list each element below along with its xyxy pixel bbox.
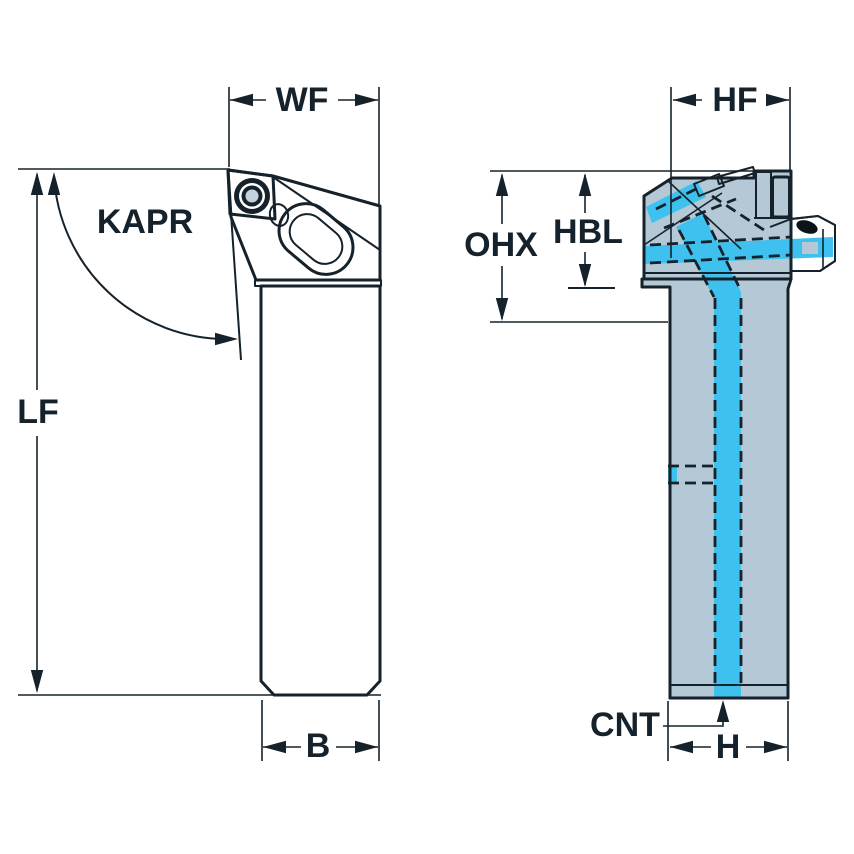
front-view-insert <box>226 168 277 361</box>
hbl-arrow-top <box>578 173 592 196</box>
wf-arrow-right <box>355 93 378 107</box>
coolant-channels <box>645 181 833 697</box>
hf-arrow-left <box>673 93 696 107</box>
ohx-arrow-bottom <box>495 298 509 321</box>
h-label: H <box>716 728 741 766</box>
hf-arrow-right <box>766 93 789 107</box>
hbl-arrow-bottom <box>578 264 592 287</box>
front-view-body <box>226 168 382 697</box>
lf-arrow-top <box>30 172 44 195</box>
hf-dimension: HF <box>670 81 791 258</box>
seat-cross-line-2 <box>643 192 723 246</box>
set-screw <box>796 220 818 234</box>
b-arrow-left <box>263 740 286 754</box>
front-shank <box>259 284 382 697</box>
b-arrow-right <box>355 740 378 754</box>
side-outlines <box>640 169 836 700</box>
hidden-channel-lines <box>649 186 792 684</box>
cutting-edge-extension-line <box>227 169 242 361</box>
wf-arrow-left <box>230 93 253 107</box>
ohx-arrow-top <box>495 173 509 196</box>
kapr-angle: KAPR <box>47 172 238 346</box>
pocket-slant-line <box>769 218 792 228</box>
hbl-dimension: HBL <box>553 173 623 289</box>
cnt-label: CNT <box>590 706 660 744</box>
b-label: B <box>306 727 331 765</box>
side-ledge-fill <box>642 279 670 287</box>
kapr-label: KAPR <box>97 203 193 241</box>
wf-label: WF <box>276 81 329 119</box>
screw-head <box>234 178 270 214</box>
ohx-label: OHX <box>464 226 538 264</box>
hf-label: HF <box>712 81 757 119</box>
coolant-side-port <box>668 467 677 483</box>
cnt-arrow <box>716 700 730 722</box>
lf-arrow-bottom <box>30 670 44 693</box>
side-view: HF OHX HBL CNT <box>464 81 836 766</box>
ohx-dimension: OHX <box>464 173 538 321</box>
seat-cross-line-1 <box>666 179 742 250</box>
h-dimension: H <box>667 701 789 766</box>
b-dimension: B <box>261 700 380 765</box>
clamp-slot <box>277 202 355 276</box>
lf-dimension: LF <box>17 172 59 693</box>
adapter-notch <box>802 242 818 254</box>
front-view: WF LF KAPR B <box>17 81 382 765</box>
kapr-arrow-end <box>215 332 238 346</box>
kapr-angle-arc <box>53 175 229 341</box>
coolant-vertical-channel <box>676 213 741 697</box>
lf-label: LF <box>17 393 59 431</box>
h-arrow-right <box>764 740 787 754</box>
hbl-label: HBL <box>553 213 623 251</box>
cnt-callout: CNT <box>590 700 730 744</box>
h-arrow-left <box>670 740 693 754</box>
wf-dimension: WF <box>228 81 380 205</box>
kapr-arrow-top <box>47 172 61 195</box>
